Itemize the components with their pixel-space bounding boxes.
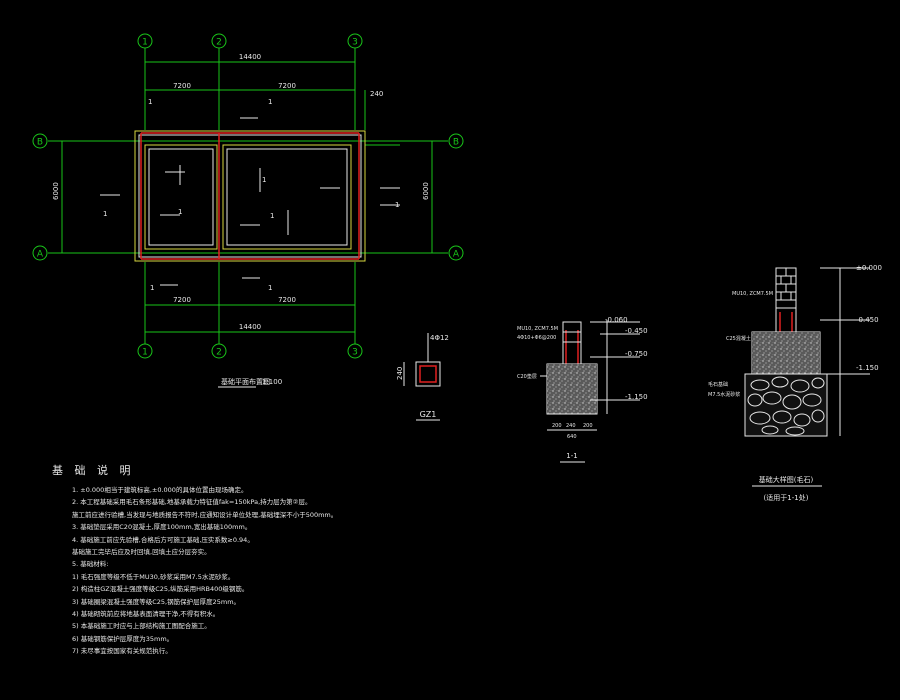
axis-label: 3 (352, 348, 358, 358)
axis-markers-bottom: 1 2 3 (137, 262, 363, 359)
section-note: MU10, ZCM7.5M (732, 291, 773, 297)
level-text: -1.150 (856, 364, 879, 372)
section-note: MU10, ZCM7.5M (517, 326, 558, 332)
detail-title: 基础大样图(毛石) (759, 475, 814, 484)
section-dim: 240 (566, 423, 576, 429)
detail-subtitle: (适用于1-1处) (764, 493, 809, 502)
note-line: 4) 基础砌筑前应将地基表面清理干净,不得有积水。 (72, 610, 220, 619)
axis-bubble-1-top (137, 33, 153, 49)
member-mark: 1 (270, 212, 274, 220)
foundation-notes: 基 础 说 明 1. ±0.000相当于建筑标高,±0.000的具体位置由现场确… (52, 462, 472, 658)
note-line: 5. 基础材料: (72, 560, 109, 569)
dim-text: 240 (370, 90, 383, 98)
section-note: 4Φ10+Φ6@200 (517, 335, 556, 341)
axis-bubble-3-top (347, 33, 363, 49)
dim-text: 6000 (422, 182, 430, 200)
rubble-stones (747, 376, 825, 436)
column-note: 4Φ12 (430, 334, 449, 342)
note-line: 2) 构造柱GZ混凝土强度等级C25,纵筋采用HRB400级钢筋。 (72, 585, 249, 594)
member-mark: 1 (178, 208, 182, 216)
axis-label: A (453, 250, 460, 260)
note-line: 6) 基础钢筋保护层厚度为35mm。 (72, 634, 174, 643)
section-dim: 200 (583, 423, 593, 429)
level-text: -0.060 (605, 316, 628, 324)
section-note: M7.5水泥砂浆 (708, 391, 740, 398)
section-dim: 200 (552, 423, 562, 429)
level-text: ±0.000 (856, 264, 882, 272)
note-line: 1) 毛石强度等级不低于MU30,砂浆采用M7.5水泥砂浆。 (72, 572, 235, 581)
level-text: -0.450 (856, 316, 879, 324)
section-note: 毛石基础 (708, 381, 728, 388)
note-line: 2. 本工程基础采用毛石条形基础,地基承载力特征值fak=150kPa,持力层为… (72, 498, 312, 507)
column-label: GZ1 (420, 410, 437, 419)
section-total: 640 (567, 434, 577, 440)
axis-bubble-2-top (211, 33, 227, 49)
dim-text: 7200 (173, 82, 191, 90)
note-line: 1. ±0.000相当于建筑标高,±0.000的具体位置由现场确定。 (72, 486, 248, 494)
note-line: 基础施工完毕后应及时回填,回填土应分层夯实。 (72, 548, 211, 557)
member-mark: 1 (148, 98, 152, 106)
dim-text: 14400 (239, 53, 261, 61)
note-line: 3) 基础圈梁混凝土强度等级C25,钢筋保护层厚度25mm。 (72, 597, 241, 606)
note-line: 5) 本基础施工时应与上部结构施工图配合施工。 (72, 622, 211, 631)
dim-text: 14400 (239, 323, 261, 331)
axis-label: B (453, 138, 459, 148)
dim-text: 7200 (278, 296, 296, 304)
section-note: C25混凝土 (726, 335, 751, 342)
notes-heading: 基 础 说 明 (52, 464, 135, 477)
axis-label: B (37, 138, 43, 148)
member-mark: 1 (103, 210, 107, 218)
member-mark: 1 (395, 201, 399, 209)
foundation-plan: 1 1 1 1 1 1 1 1 1 基础平面布置图 1:100 (100, 98, 400, 388)
axis-markers-top: 1 2 3 (137, 33, 363, 130)
note-line: 3. 基础垫层采用C20混凝土,厚度100mm,宽出基础100mm。 (72, 523, 252, 532)
column-dim: 240 (396, 367, 404, 380)
axis-label: 3 (352, 38, 358, 48)
section-detail: ±0.000 -0.450 -1.150 MU10, ZCM7.5M C25混凝… (708, 264, 882, 502)
note-line: 4. 基础施工前应先验槽,合格后方可施工基础,压实系数≥0.94。 (72, 535, 254, 544)
dim-text: 7200 (173, 296, 191, 304)
axis-label: 1 (142, 348, 148, 358)
axis-label: A (37, 250, 44, 260)
axis-label: 2 (216, 348, 222, 358)
dim-text: 7200 (278, 82, 296, 90)
dim-text: 6000 (52, 182, 60, 200)
axis-label: 2 (216, 38, 222, 48)
note-line: 施工前应进行验槽,当发现与地质报告不符时,应通知设计单位处理,基础埋深不小于50… (72, 510, 338, 519)
section-note: C20垫层 (517, 373, 537, 380)
section-label: 1-1 (566, 452, 577, 460)
plan-scale: 1:100 (262, 378, 282, 386)
member-mark: 1 (150, 284, 154, 292)
axis-label: 1 (142, 38, 148, 48)
level-text: -0.750 (625, 350, 648, 358)
column-gz1: 4Φ12 240 GZ1 (396, 333, 449, 421)
plan-title: 基础平面布置图 (221, 377, 270, 386)
member-mark: 1 (262, 176, 266, 184)
member-mark: 1 (268, 284, 272, 292)
section-1-1: -0.060 -0.450 -0.750 -1.150 MU10, ZCM7.5… (517, 316, 648, 463)
member-mark: 1 (268, 98, 272, 106)
level-text: -0.450 (625, 327, 648, 335)
axis-markers-side: B A B A (32, 133, 464, 261)
note-line: 7) 未尽事宜按国家有关规范执行。 (72, 647, 172, 656)
dimension-lines: 14400 7200 7200 7200 7200 14400 240 6000… (52, 53, 433, 333)
level-text: -1.150 (625, 393, 648, 401)
